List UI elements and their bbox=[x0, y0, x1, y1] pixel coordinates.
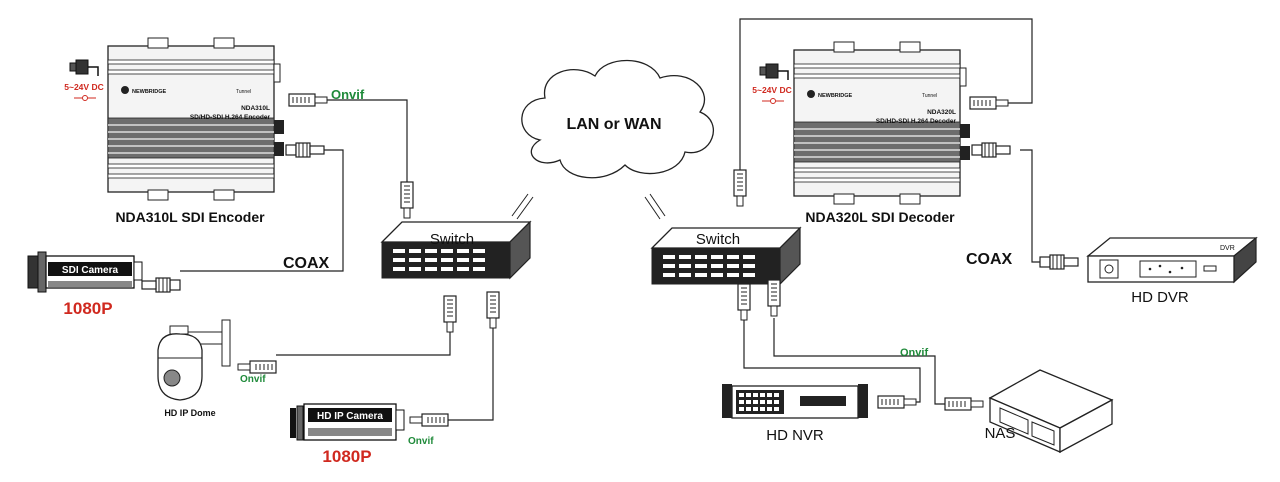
nas-onvif-label: Onvif bbox=[900, 347, 928, 359]
nvr-ethernet-connector-icon bbox=[877, 395, 917, 409]
dvr-device: DVR bbox=[1086, 236, 1258, 284]
coax-right-label: COAX bbox=[966, 251, 1013, 268]
sdi-camera-resolution: 1080P bbox=[63, 299, 112, 318]
decoder-power-label: 5~24V DC bbox=[752, 85, 791, 95]
dvr-badge: DVR bbox=[1220, 245, 1235, 252]
decoder-bnc-connector-icon bbox=[971, 142, 1011, 158]
nas-device bbox=[988, 369, 1114, 454]
encoder-brand-icon bbox=[121, 86, 129, 94]
decoder-brand-icon bbox=[807, 90, 815, 98]
encoder-port-label: Tunnel bbox=[236, 89, 251, 95]
dvr-bnc-connector-icon bbox=[1039, 254, 1079, 270]
switch-left-ethernet-connector-icon bbox=[400, 181, 414, 219]
encoder-bnc-connector-icon bbox=[285, 142, 325, 158]
ip-dome-label: HD IP Dome bbox=[164, 408, 215, 418]
decoder-ethernet-connector-icon bbox=[969, 96, 1009, 110]
sdi-camera-bnc-connector-icon bbox=[141, 277, 181, 293]
switch-left-label: Switch bbox=[430, 231, 474, 248]
link-arrows-right bbox=[644, 193, 666, 220]
encoder-title: NDA310L SDI Encoder bbox=[115, 209, 265, 225]
encoder-device: NEWBRIDGE Tunnel NDA310L SD/HD-SDI H.264… bbox=[107, 37, 284, 201]
network-cloud: LAN or WAN bbox=[521, 59, 714, 179]
switch-right-port2-connector-icon bbox=[737, 283, 751, 321]
switch-left-port2-connector-icon bbox=[443, 295, 457, 333]
decoder-dc-polarity-icon bbox=[762, 98, 784, 104]
switch-right-port1-connector-icon bbox=[733, 169, 747, 207]
nvr-label: HD NVR bbox=[766, 427, 824, 444]
encoder-model: NDA310L bbox=[241, 105, 270, 112]
ip-camera-resolution: 1080P bbox=[322, 447, 371, 466]
encoder-power-plug-icon bbox=[69, 59, 99, 77]
ip-dome-camera bbox=[157, 319, 231, 401]
nas-label: NAS bbox=[985, 425, 1016, 442]
ip-camera-label: HD IP Camera bbox=[317, 411, 383, 422]
coax-left-label: COAX bbox=[283, 255, 330, 272]
nvr-device bbox=[722, 384, 868, 419]
decoder-power-plug-icon bbox=[759, 63, 789, 81]
decoder-brand: NEWBRIDGE bbox=[818, 93, 853, 99]
encoder-description: SD/HD-SDI H.264 Encoder bbox=[190, 114, 271, 121]
cloud-label: LAN or WAN bbox=[566, 116, 661, 133]
decoder-device: NEWBRIDGE Tunnel NDA320L SD/HD-SDI H.264… bbox=[793, 41, 970, 205]
nas-ethernet-connector-icon bbox=[944, 397, 984, 411]
switch-left: Switch bbox=[380, 220, 532, 280]
encoder-power-label: 5~24V DC bbox=[64, 82, 103, 92]
switch-right-label: Switch bbox=[696, 231, 740, 248]
link-arrows-left bbox=[511, 193, 534, 220]
ip-camera: HD IP Camera bbox=[290, 403, 405, 441]
ip-dome-onvif-label: Onvif bbox=[240, 374, 266, 385]
decoder-model: NDA320L bbox=[927, 109, 956, 116]
ip-camera-onvif-label: Onvif bbox=[408, 436, 434, 447]
decoder-port-label: Tunnel bbox=[922, 93, 937, 99]
switch-right: Switch bbox=[650, 226, 802, 286]
sdi-camera: SDI Camera bbox=[27, 251, 143, 293]
switch-left-port3-connector-icon bbox=[486, 291, 500, 329]
encoder-brand: NEWBRIDGE bbox=[132, 89, 167, 95]
encoder-ethernet-connector-icon bbox=[288, 93, 328, 107]
ip-camera-ethernet-connector-icon bbox=[409, 413, 449, 427]
decoder-title: NDA320L SDI Decoder bbox=[805, 209, 955, 225]
encoder-onvif-label: Onvif bbox=[331, 87, 365, 102]
ip-dome-ethernet-connector-icon bbox=[237, 360, 277, 374]
sdi-camera-label: SDI Camera bbox=[62, 265, 119, 276]
encoder-dc-polarity-icon bbox=[74, 95, 96, 101]
dvr-label: HD DVR bbox=[1131, 289, 1189, 306]
switch-right-port3-connector-icon bbox=[767, 279, 781, 317]
decoder-description: SD/HD-SDI H.264 Decoder bbox=[876, 118, 957, 125]
